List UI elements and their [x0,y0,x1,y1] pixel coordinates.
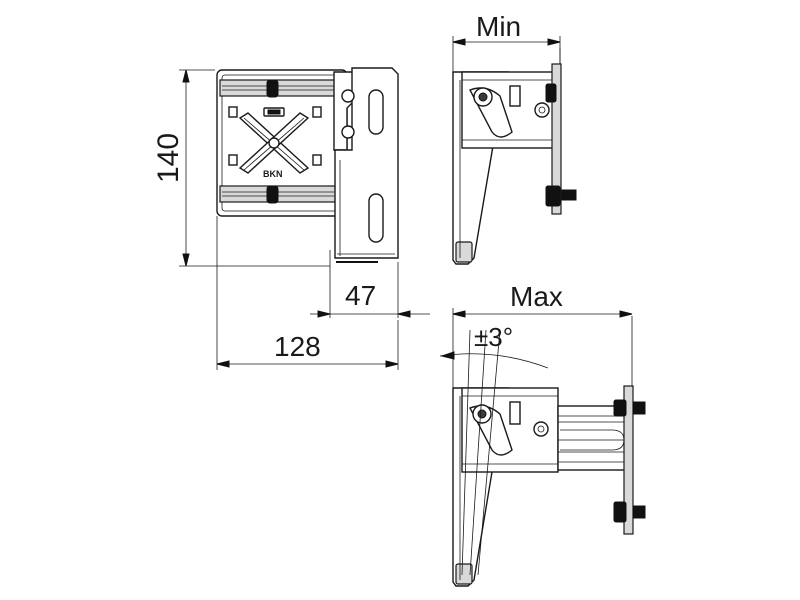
brand-logo: BKN [263,169,283,179]
angle-annotation: ±3° [439,322,549,576]
extension-rails [557,405,629,471]
front-view: BKN [216,67,399,263]
dim-angle-label: ±3° [474,322,513,352]
dim-min-label: Min [476,11,521,42]
top-bolt [266,79,279,98]
front-dimensions: 140 47 128 [152,69,430,370]
min-rail [551,63,562,215]
dim-max-label: Max [510,281,563,312]
side-view-min [452,48,577,265]
max-rail-bolt [613,501,627,523]
upper-slot [368,89,384,135]
side-view-max [452,316,646,587]
dim-depth-label: 47 [345,280,376,311]
lower-slot [368,193,384,243]
dim-width-label: 128 [274,331,321,362]
bottom-bolt [266,185,279,204]
dim-height-label: 140 [152,133,185,183]
min-dimension: Min [452,11,561,72]
max-dimension: Max [452,281,633,388]
min-rail-bolt [545,185,561,207]
max-rail [623,385,634,535]
